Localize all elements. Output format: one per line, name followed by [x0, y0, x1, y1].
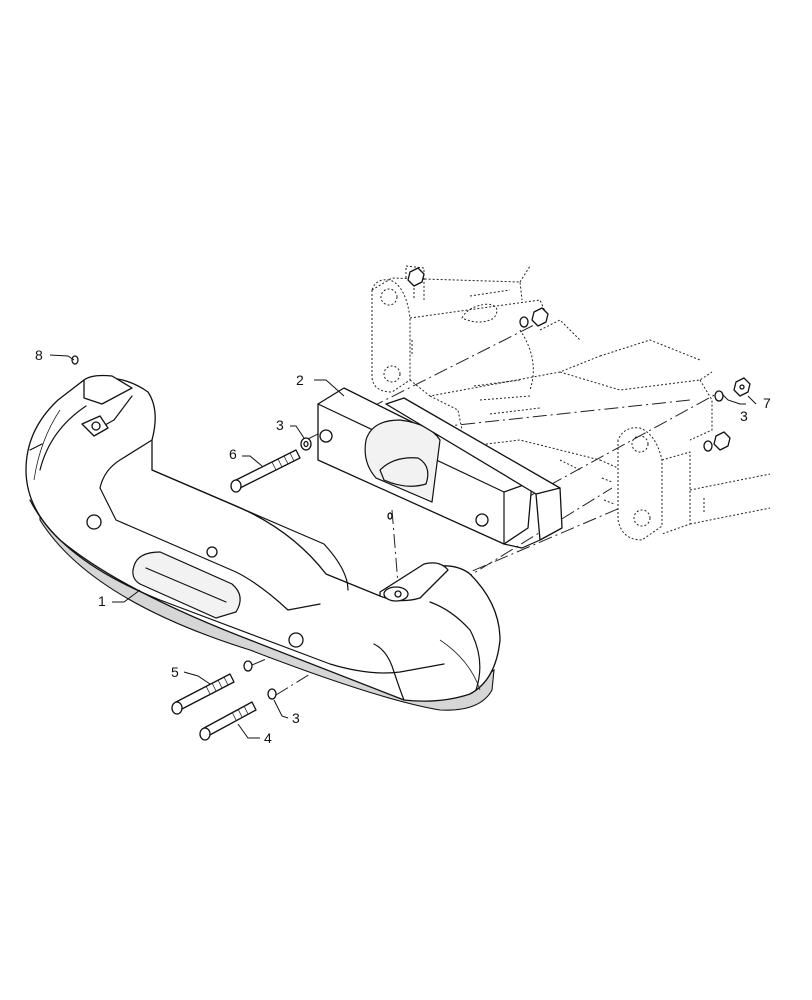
bolt-part-4 — [199, 701, 257, 741]
bolt-part-6 — [230, 449, 301, 493]
bolt-part-5 — [171, 673, 235, 715]
bracket-part-2 — [317, 387, 563, 549]
callout-2: 2 — [296, 372, 304, 388]
callout-3-top: 3 — [276, 417, 284, 433]
callout-7: 7 — [763, 395, 771, 411]
callout-5: 5 — [171, 664, 179, 680]
callout-4: 4 — [264, 730, 272, 746]
pin-part-8 — [71, 355, 393, 520]
callout-8: 8 — [35, 347, 43, 363]
callout-1: 1 — [98, 593, 106, 609]
callout-3-right: 3 — [740, 408, 748, 424]
nut-part-7 — [407, 267, 751, 451]
callout-6: 6 — [229, 446, 237, 462]
counterweight-part-1 — [25, 374, 501, 711]
callout-3-bottom: 3 — [292, 710, 300, 726]
leader-lines — [49, 354, 757, 739]
washer-part-3 — [243, 316, 724, 700]
